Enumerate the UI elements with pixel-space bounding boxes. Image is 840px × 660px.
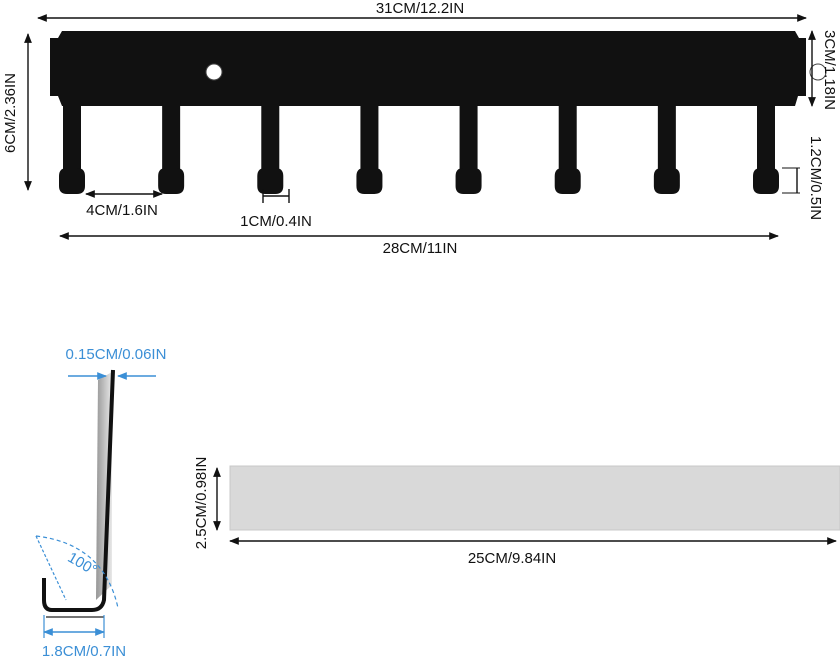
label-tape-width: 2.5CM/0.98IN bbox=[193, 457, 210, 550]
label-hook-width: 1CM/0.4IN bbox=[240, 213, 312, 230]
dimension-hook-width: 1CM/0.4IN bbox=[240, 189, 312, 230]
mount-hole-left bbox=[205, 63, 223, 81]
hooks bbox=[59, 100, 779, 194]
hook-rack bbox=[50, 31, 827, 194]
tape-strip bbox=[229, 465, 840, 531]
dimension-hook-gap: 4CM/1.6IN bbox=[85, 190, 163, 219]
hook-profile bbox=[42, 369, 115, 618]
dimension-hook-height: 1.2CM/0.5IN bbox=[782, 136, 824, 220]
label-angle: 100° bbox=[65, 549, 100, 579]
hook-tip bbox=[554, 168, 581, 194]
label-tape-length: 25CM/9.84IN bbox=[468, 550, 556, 567]
dimension-depth: 1.8CM/0.7IN bbox=[42, 615, 126, 660]
dimension-total-height: 6CM/2.36IN bbox=[2, 33, 32, 191]
dimension-bar-height: 3CM/1.18IN bbox=[808, 30, 838, 110]
hook-tip bbox=[59, 168, 85, 194]
rack-bar bbox=[50, 31, 806, 106]
hook-tip bbox=[653, 168, 680, 194]
label-total-height: 6CM/2.36IN bbox=[2, 73, 19, 153]
hook-tip bbox=[356, 168, 383, 194]
profile-metal bbox=[42, 369, 115, 612]
label-hook-gap: 4CM/1.6IN bbox=[86, 202, 158, 219]
label-depth: 1.8CM/0.7IN bbox=[42, 643, 126, 660]
label-hook-height: 1.2CM/0.5IN bbox=[807, 136, 824, 220]
hook-stem bbox=[360, 100, 379, 176]
hook-stem bbox=[459, 100, 478, 176]
hook-tip bbox=[455, 168, 482, 194]
dimension-total-width: 31CM/12.2IN bbox=[37, 0, 807, 22]
label-hook-span: 28CM/11IN bbox=[383, 240, 458, 257]
dimension-tape-length: 25CM/9.84IN bbox=[229, 537, 837, 567]
hook-stem bbox=[261, 100, 280, 176]
hook-stem bbox=[558, 100, 577, 176]
label-bar-height: 3CM/1.18IN bbox=[821, 30, 838, 110]
adhesive-tape bbox=[229, 465, 840, 531]
dimension-hook-span: 28CM/11IN bbox=[59, 232, 779, 257]
label-thickness: 0.15CM/0.06IN bbox=[66, 346, 167, 363]
dimension-tape-width: 2.5CM/0.98IN bbox=[193, 457, 221, 550]
hook-stem bbox=[63, 100, 81, 176]
hook-tip bbox=[158, 168, 185, 194]
dimension-thickness: 0.15CM/0.06IN bbox=[66, 346, 167, 380]
label-total-width: 31CM/12.2IN bbox=[376, 0, 464, 17]
hook-tip bbox=[257, 168, 284, 194]
hook-stem bbox=[657, 100, 676, 176]
hook-stem bbox=[757, 100, 775, 176]
hook-stem bbox=[162, 100, 181, 176]
hook-tip bbox=[753, 168, 779, 194]
